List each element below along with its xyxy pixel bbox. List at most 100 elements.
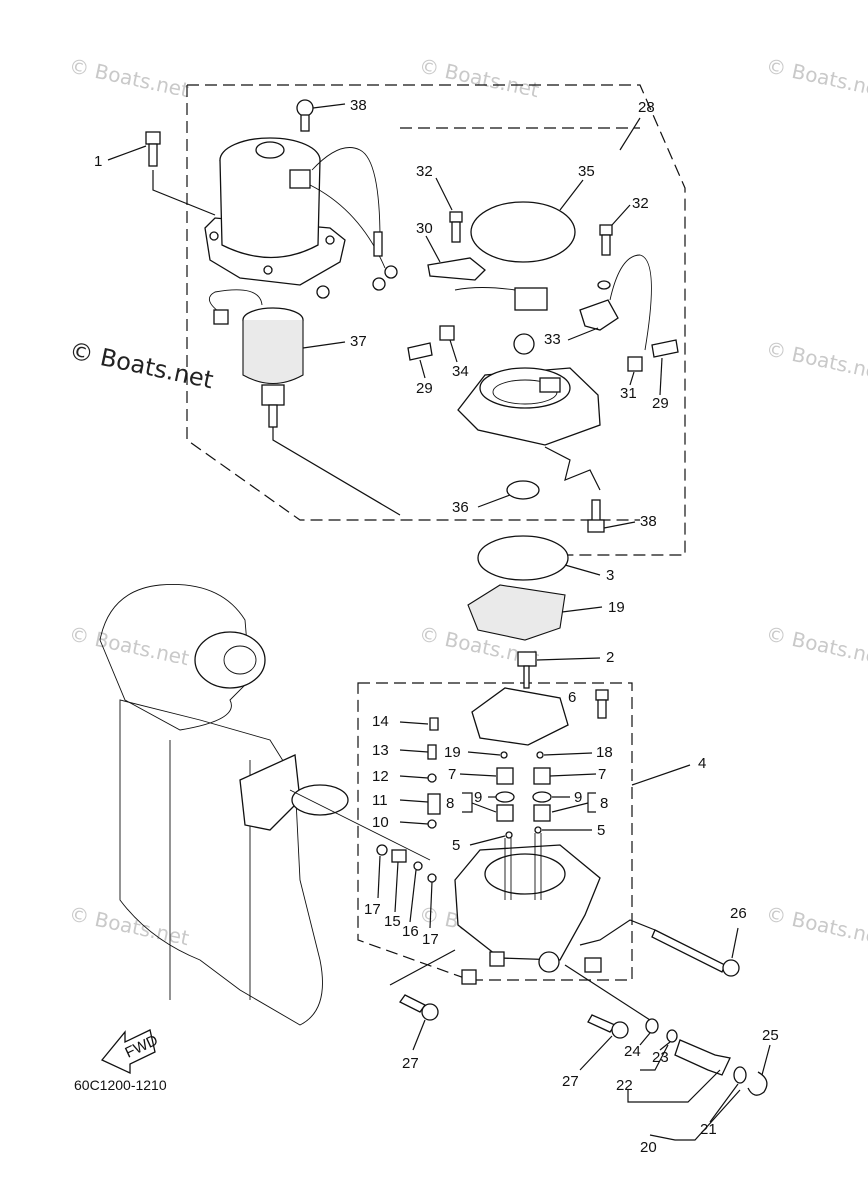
watermark-text: © Boats.net (67, 901, 191, 950)
bolt-head (145, 131, 161, 145)
valve-seat-7 (533, 767, 551, 785)
wire-lead (373, 231, 383, 257)
valve-11 (427, 793, 441, 815)
cylinder-body (119, 699, 323, 1026)
manual-valve-22 (674, 1039, 731, 1076)
leader-28 (619, 117, 641, 151)
o-ring-35 (470, 201, 576, 263)
pump-body (454, 833, 601, 973)
leader-29 (419, 359, 426, 379)
callout-21: 21 (700, 1121, 717, 1138)
leader-37 (302, 341, 346, 349)
callout-31: 31 (620, 385, 637, 402)
filter-plate-19 (467, 584, 566, 641)
port (538, 951, 560, 973)
leader-7 (459, 773, 497, 777)
callout-32: 32 (416, 163, 433, 180)
callout-13: 13 (372, 742, 389, 759)
leader-14 (399, 721, 429, 725)
screw-38-top (296, 99, 314, 132)
callout-34: 34 (452, 363, 469, 380)
armature-shaft (268, 404, 278, 428)
callout-38: 38 (640, 513, 657, 530)
cylinder-bore (223, 645, 257, 675)
reservoir-cap (291, 784, 349, 816)
watermark-text: © Boats.net (417, 53, 541, 102)
callout-2: 2 (606, 649, 614, 666)
brush-holder-30 (427, 257, 486, 281)
o-ring-21 (733, 1066, 747, 1084)
bracket-8 (587, 792, 596, 813)
screw-shank (591, 499, 601, 523)
callout-leaders (107, 103, 771, 1141)
leader-36 (477, 494, 511, 508)
bolt-26 (579, 919, 740, 977)
leader-4 (631, 764, 691, 786)
callout-32: 32 (632, 195, 649, 212)
o-ring-24 (645, 1018, 659, 1034)
cylinder-ribs (169, 740, 251, 1000)
motor-end-housing (457, 367, 601, 491)
leader-2 (536, 657, 601, 661)
leader-38 (312, 103, 346, 109)
bolt-hole (263, 265, 273, 275)
brush-31 (627, 356, 643, 372)
callout-20: 20 (640, 1139, 657, 1156)
callout-19: 19 (608, 599, 625, 616)
bolt-shank (587, 1014, 616, 1033)
leader-17 (377, 855, 381, 899)
screw-head (595, 689, 609, 701)
circlip-25 (747, 1071, 768, 1096)
coupling-body (517, 651, 537, 667)
leader-line (389, 949, 456, 986)
watermark-text: © Boats.net (764, 621, 868, 670)
bolt-head (421, 1003, 439, 1021)
o-ring-16 (413, 861, 423, 871)
callout-7: 7 (598, 766, 606, 783)
gear-pump-housing (471, 687, 569, 746)
callout-28: 28 (638, 99, 655, 116)
callout-27: 27 (402, 1055, 419, 1072)
valve-passages (504, 833, 542, 900)
leader-8 (471, 802, 497, 813)
leader-29 (659, 357, 663, 396)
screw-38-lower (587, 499, 605, 533)
pump-assembly-outline (357, 682, 633, 981)
callout-17: 17 (364, 901, 381, 918)
callout-12: 12 (372, 768, 389, 785)
oil-seal-36 (506, 480, 540, 500)
leader-15 (394, 861, 399, 913)
screw-6 (595, 689, 609, 719)
cylinder-top (99, 584, 251, 731)
brush-wire (609, 254, 652, 351)
watermark-text: © Boats.net (67, 621, 191, 670)
brush-holder-33 (579, 299, 619, 331)
leader-1 (107, 145, 147, 161)
shaft-coupling-2 (517, 651, 537, 689)
screw-32-head (599, 224, 613, 236)
leader-10 (399, 821, 429, 825)
callout-19: 19 (444, 744, 461, 761)
bolt-shank (399, 994, 426, 1013)
ring-terminal (372, 277, 386, 291)
screw-head (587, 519, 605, 533)
leader-32 (435, 177, 453, 211)
leader-12 (399, 775, 429, 779)
o-ring-10 (427, 819, 437, 829)
cylinder-cap (194, 631, 266, 689)
leader-24 (639, 1032, 651, 1046)
callout-17: 17 (422, 931, 439, 948)
armature (208, 289, 401, 516)
bolt-head (722, 959, 740, 977)
leader-19 (467, 751, 501, 756)
bearing (513, 333, 535, 355)
callout-8: 8 (446, 795, 454, 812)
callout-7: 7 (448, 766, 456, 783)
leader-35 (559, 179, 584, 211)
electric-motor (204, 137, 398, 299)
leader-23 (659, 1041, 671, 1051)
callout-14: 14 (372, 713, 389, 730)
leader-33 (567, 327, 599, 341)
callout-27: 27 (562, 1073, 579, 1090)
o-ring-3 (477, 535, 569, 581)
